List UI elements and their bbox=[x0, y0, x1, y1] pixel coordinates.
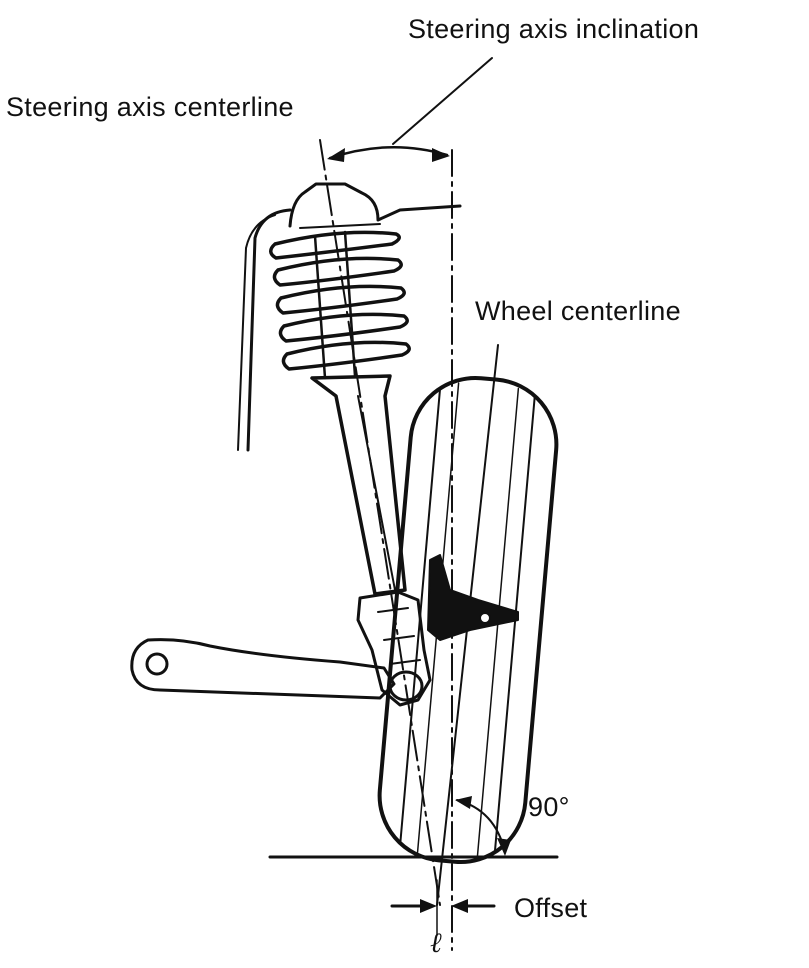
control-arm-bushing bbox=[145, 652, 169, 676]
steering-knuckle bbox=[356, 590, 432, 707]
hub-assembly bbox=[427, 554, 519, 641]
ball-joint bbox=[388, 670, 424, 702]
strut-damper-tube bbox=[310, 374, 407, 596]
body-panel-line bbox=[246, 208, 292, 452]
angle-label: 90° bbox=[528, 792, 570, 822]
wheel-centerline-label: Wheel centerline bbox=[475, 296, 681, 326]
hub-bolt bbox=[479, 612, 491, 624]
strut-upper-mount bbox=[288, 182, 462, 228]
inclination-arrow-left bbox=[327, 148, 345, 162]
offset-symbol-label: ℓ bbox=[430, 928, 442, 959]
strut-shaft bbox=[313, 230, 357, 380]
steering-axis-centerline-label: Steering axis centerline bbox=[6, 92, 294, 122]
inclination-leader-line bbox=[392, 57, 493, 145]
inclination-arc bbox=[328, 145, 449, 160]
inclination-arrow-right bbox=[432, 148, 450, 162]
offset-label: Offset bbox=[514, 893, 588, 923]
steering-axis-inclination-label: Steering axis inclination bbox=[408, 14, 700, 44]
steering-axis-centerline bbox=[319, 139, 441, 906]
coil-spring bbox=[269, 230, 411, 371]
lower-control-arm bbox=[130, 638, 396, 700]
